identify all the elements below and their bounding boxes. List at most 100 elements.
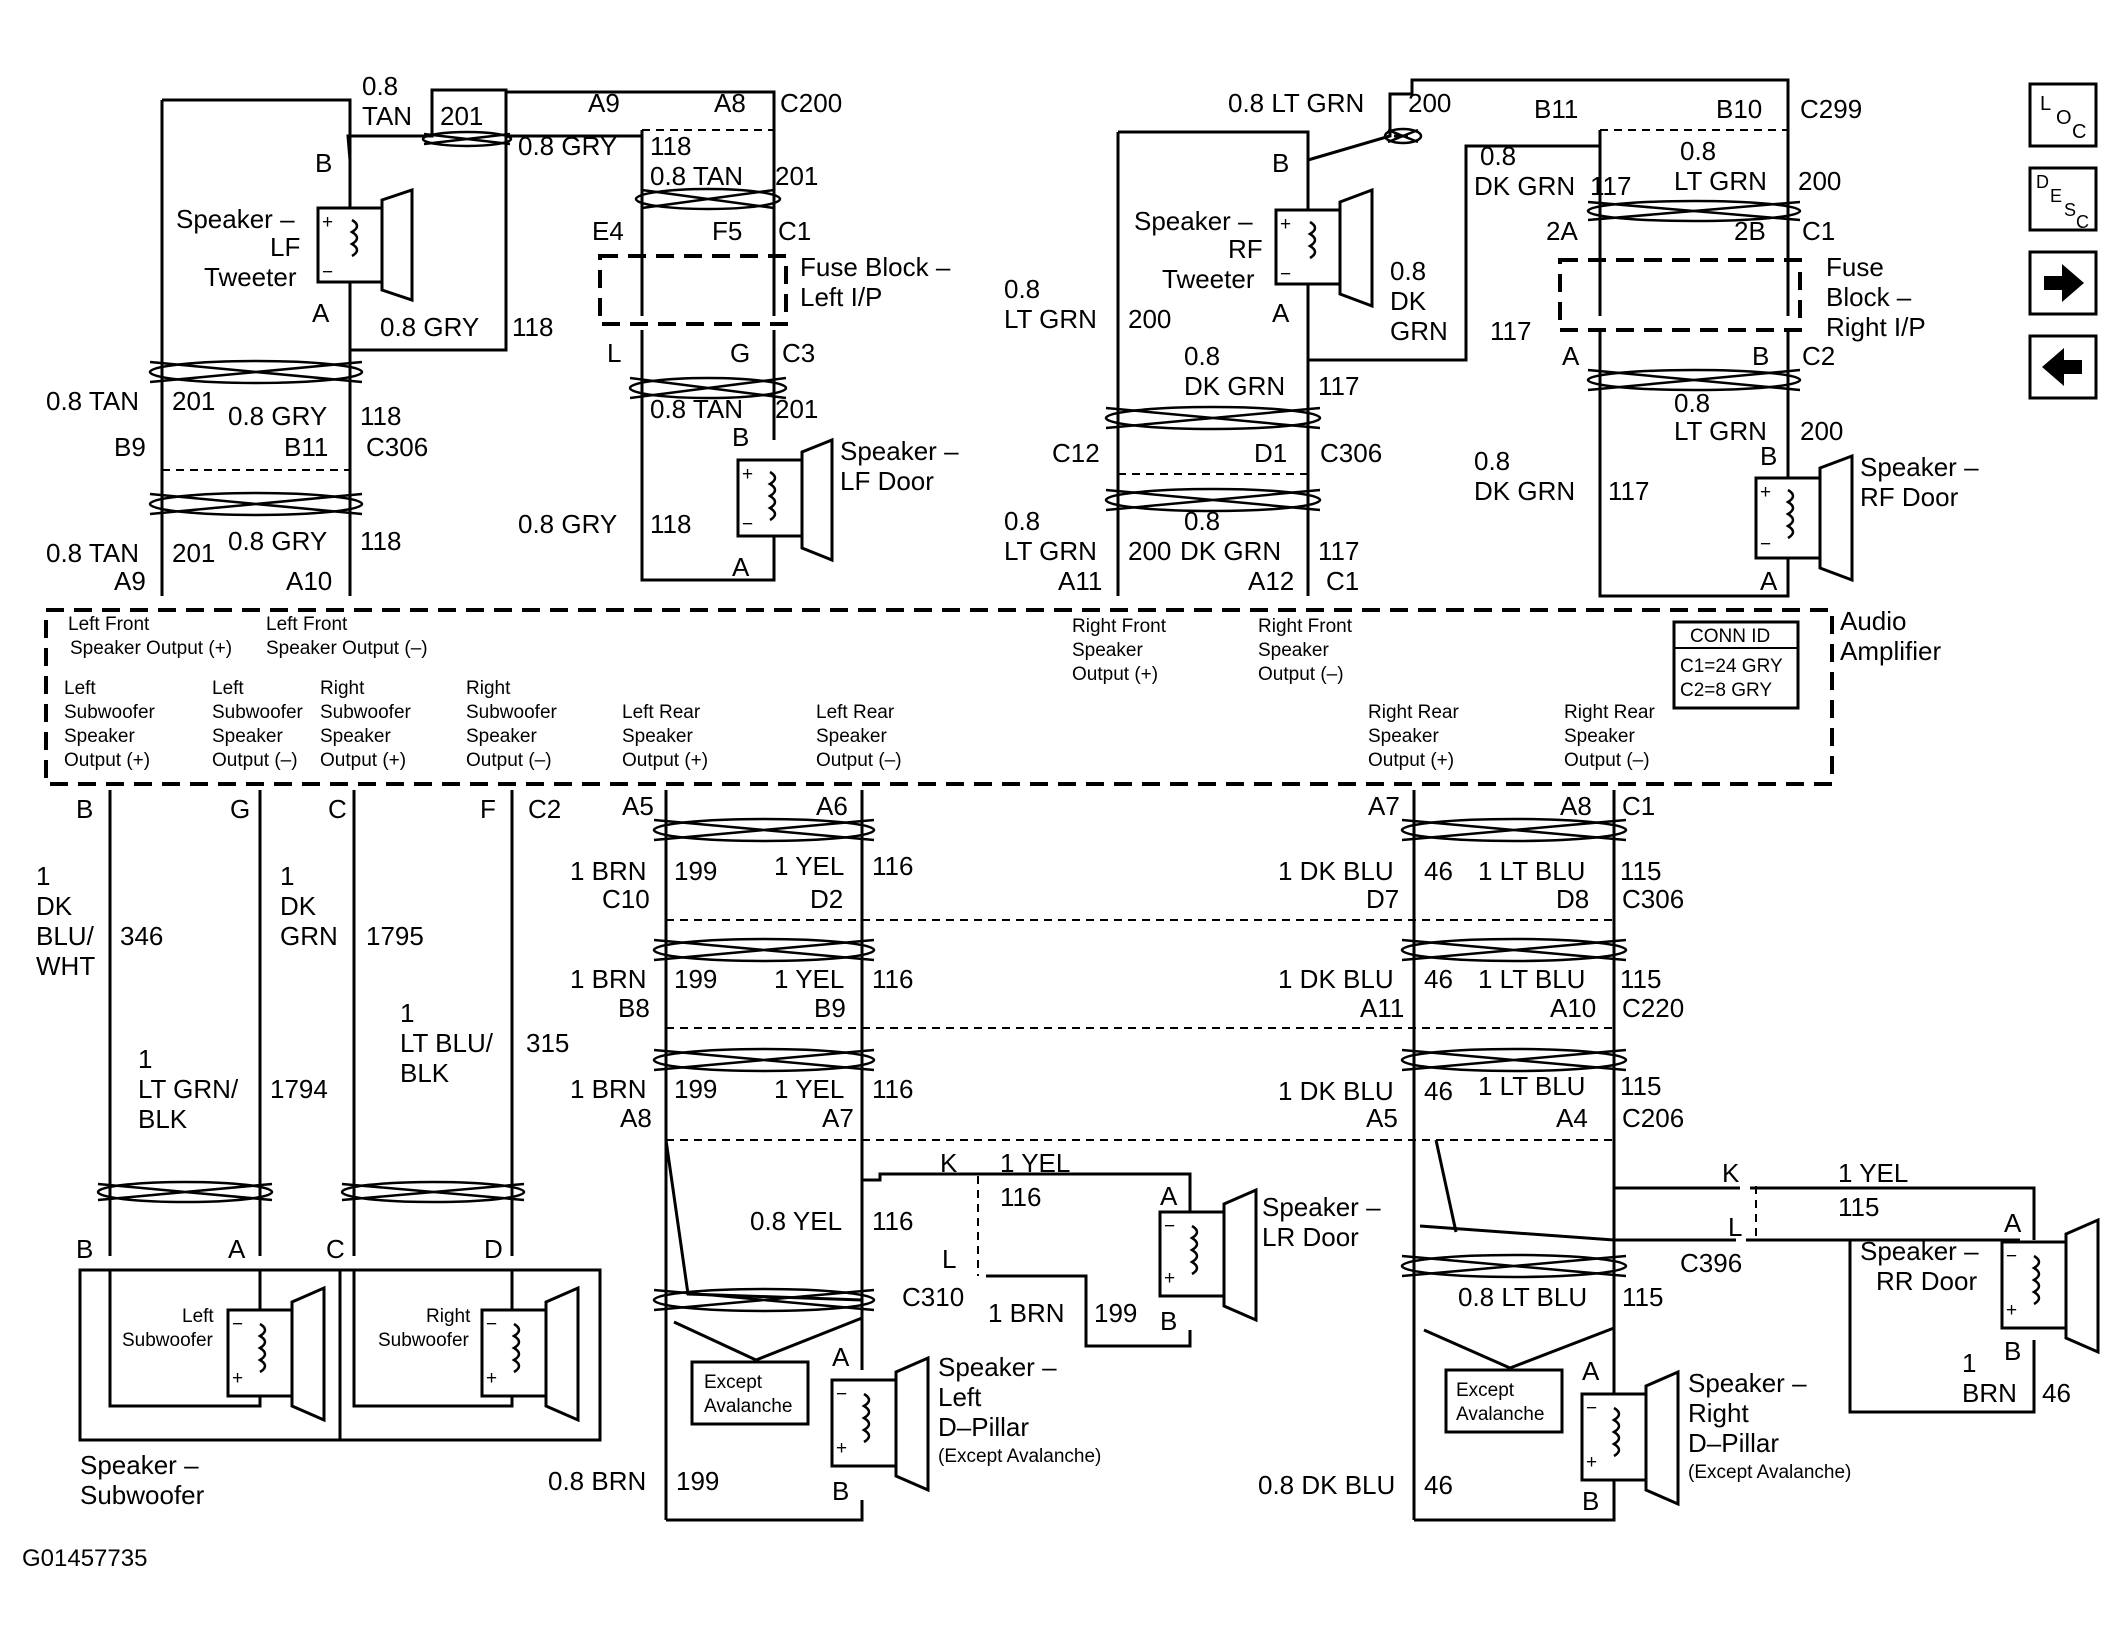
svg-text:Output (–): Output (–) — [1258, 664, 1344, 685]
svg-text:Left I/P: Left I/P — [800, 282, 882, 312]
wire-label: 0.8 TAN — [46, 538, 139, 568]
wire-label: 199 — [674, 964, 717, 994]
wire-label: 115 — [1620, 1071, 1661, 1101]
svg-text:Avalanche: Avalanche — [1456, 1404, 1544, 1425]
wire-label: F5 — [712, 216, 742, 246]
wire-label: DK GRN — [1184, 371, 1285, 401]
forward-button[interactable] — [2028, 250, 2098, 316]
wire-label: 1 — [1962, 1348, 1976, 1378]
svg-text:LF Door: LF Door — [840, 466, 934, 496]
svg-text:Speaker: Speaker — [212, 726, 283, 747]
svg-text:Tweeter: Tweeter — [204, 262, 297, 292]
wire-label: 0.8 — [1674, 388, 1710, 418]
wire-label: 0.8 — [1474, 446, 1510, 476]
wire-label: 199 — [1094, 1298, 1137, 1328]
wire-label: 0.8 TAN — [46, 386, 139, 416]
wire-label: G — [730, 338, 750, 368]
wire-label: DK GRN — [1474, 476, 1575, 506]
wire-label: B11 — [1534, 94, 1578, 124]
wire-label: A8 — [620, 1103, 652, 1133]
wire-label: A12 — [1248, 566, 1294, 596]
wire-label: LT BLU/ — [400, 1028, 494, 1058]
wire-label: 2A — [1546, 216, 1578, 246]
wire-label: BRN — [1962, 1378, 2017, 1408]
wire-label: 199 — [674, 856, 717, 886]
svg-text:−: − — [1164, 1216, 1175, 1237]
svg-text:Subwoofer: Subwoofer — [64, 702, 156, 723]
rf-door-label: Speaker – — [1860, 452, 1979, 482]
svg-text:+: + — [1280, 214, 1291, 235]
wire-label: A7 — [822, 1103, 854, 1133]
wire-label: C2 — [528, 794, 561, 824]
wire-label: 115 — [1838, 1192, 1879, 1222]
wire-label: A9 — [114, 566, 146, 596]
wire-label: 117 — [1318, 536, 1359, 566]
wire-label: 0.8 — [1680, 136, 1716, 166]
wire-label: L — [607, 338, 621, 368]
wire-label: 116 — [872, 1074, 913, 1104]
wire-label: 46 — [1424, 856, 1453, 886]
arrow-left-icon — [2042, 348, 2082, 386]
wire-label: 0.8 DK BLU — [1258, 1470, 1395, 1500]
right-dpillar-label: Speaker – — [1688, 1368, 1807, 1398]
loc-button[interactable]: L O C — [2028, 82, 2098, 148]
wire-label: C10 — [602, 884, 650, 914]
svg-text:Output (–): Output (–) — [816, 750, 902, 771]
wire-label: A — [1562, 341, 1580, 371]
wire-label: B — [1160, 1306, 1177, 1336]
svg-text:Speaker: Speaker — [466, 726, 537, 747]
wire-label: 1 YEL — [774, 851, 844, 881]
wire-label: B — [832, 1476, 849, 1506]
svg-text:Left Front: Left Front — [266, 614, 348, 635]
wire-label: 1 YEL — [1000, 1148, 1070, 1178]
wire-label: 201 — [775, 394, 818, 424]
svg-text:Right: Right — [466, 678, 511, 699]
wire-label: 2B — [1734, 216, 1766, 246]
svg-text:−: − — [322, 262, 333, 283]
wire-label: C2 — [1802, 341, 1835, 371]
svg-text:Speaker: Speaker — [320, 726, 391, 747]
wire-label: DK — [1390, 286, 1427, 316]
wire-label: C220 — [1622, 993, 1684, 1023]
svg-text:E: E — [2050, 186, 2062, 206]
wire-label: WHT — [36, 951, 95, 981]
wire-label: A5 — [1366, 1103, 1398, 1133]
wire-label: B — [76, 1234, 93, 1264]
wire-label: A5 — [622, 791, 654, 821]
lr-door-label: Speaker – — [1262, 1192, 1381, 1222]
wire-label: GRN — [280, 921, 338, 951]
wire-label: 201 — [172, 386, 215, 416]
back-button[interactable] — [2028, 334, 2098, 400]
desc-button[interactable]: D E S C — [2028, 166, 2098, 232]
wire-label: 1 YEL — [774, 1074, 844, 1104]
wire-label: 199 — [676, 1466, 719, 1496]
svg-text:+: + — [1760, 482, 1771, 503]
wire-label: B — [732, 422, 749, 452]
wire-label: B — [315, 148, 332, 178]
wire-label: 200 — [1798, 166, 1841, 196]
wire-label: D — [484, 1234, 503, 1264]
svg-text:Speaker: Speaker — [64, 726, 135, 747]
svg-text:−: − — [486, 1314, 497, 1335]
svg-text:CONN ID: CONN ID — [1690, 626, 1770, 647]
svg-text:+: + — [742, 464, 753, 485]
wire-label: A — [1582, 1356, 1600, 1386]
wire-label: 118 — [512, 312, 553, 342]
svg-text:Subwoofer: Subwoofer — [466, 702, 558, 723]
wire-label: 1 — [138, 1044, 152, 1074]
wire-label: DK — [280, 891, 317, 921]
wire-label: C310 — [902, 1282, 964, 1312]
wire-label: 116 — [872, 964, 913, 994]
wire-label: D8 — [1556, 884, 1589, 914]
wire-label: 117 — [1590, 171, 1631, 201]
wire-label: 0.8 — [1390, 256, 1426, 286]
wire-label: 1 LT BLU — [1478, 964, 1585, 994]
svg-text:D: D — [2036, 172, 2049, 192]
wire-label: C1 — [1326, 566, 1359, 596]
wire-label: 116 — [1000, 1182, 1041, 1212]
wire-label: A6 — [816, 791, 848, 821]
right-subwoofer-label: Right — [426, 1306, 471, 1327]
svg-text:Tweeter: Tweeter — [1162, 264, 1255, 294]
wire-label: C306 — [1622, 884, 1684, 914]
svg-text:RF: RF — [1228, 234, 1263, 264]
